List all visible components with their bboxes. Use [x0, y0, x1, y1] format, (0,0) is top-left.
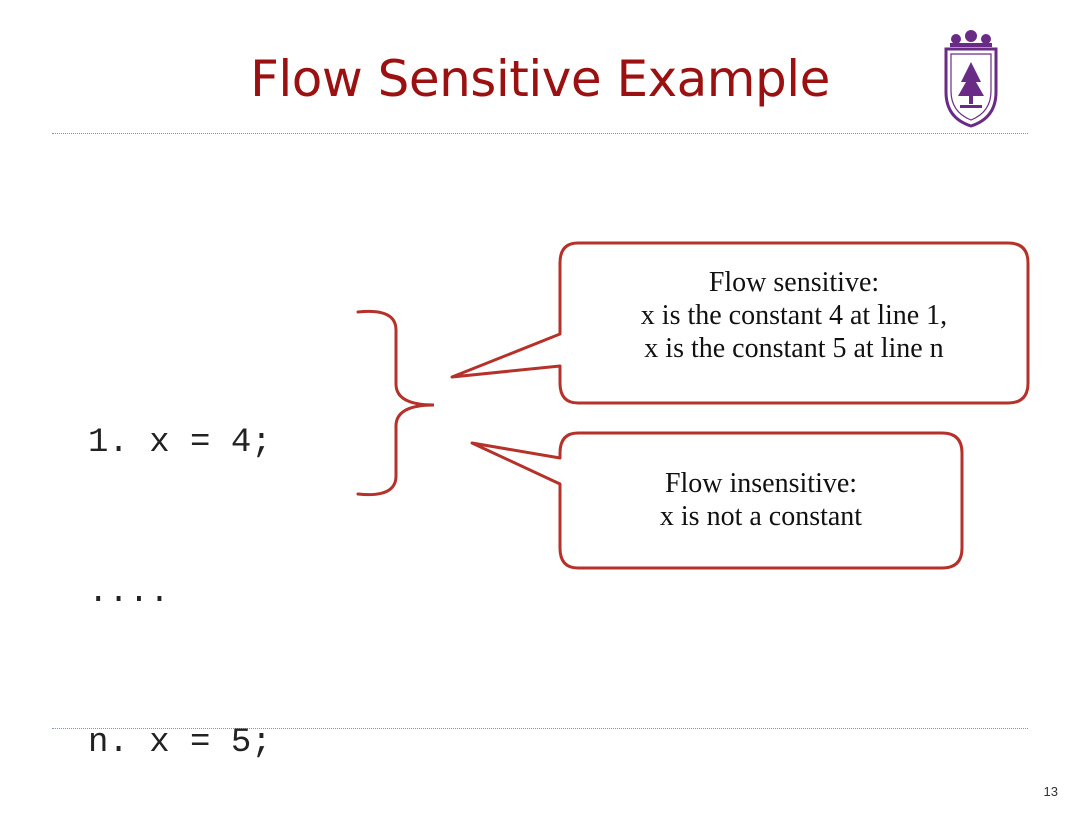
callout-sensitive-line-2: x is the constant 5 at line n	[644, 333, 944, 364]
slide-title: Flow Sensitive Example	[250, 50, 830, 108]
callout-sensitive-line-1: x is the constant 4 at line 1,	[640, 300, 948, 331]
callout-insensitive-bubble	[470, 431, 964, 570]
callout-insensitive-text: Flow insensitive: x is not a constant	[560, 467, 962, 533]
right-brace	[356, 309, 435, 497]
bottom-divider	[52, 728, 1028, 729]
code-line-1: 1. x = 4;	[88, 424, 272, 462]
top-divider	[52, 133, 1028, 134]
callout-sensitive-text: Flow sensitive: x is the constant 4 at l…	[560, 266, 1028, 365]
callout-insensitive-heading: Flow insensitive:	[664, 468, 858, 499]
code-line-ellipsis: ....	[88, 574, 170, 612]
code-block: 1. x = 4; .... n. x = 5;	[88, 318, 272, 818]
callout-sensitive-heading: Flow sensitive:	[708, 267, 880, 298]
page-number: 13	[1043, 784, 1058, 799]
callout-sensitive-bubble	[450, 241, 1030, 405]
callout-insensitive-line-1: x is not a constant	[659, 501, 863, 532]
university-crest-icon	[944, 30, 998, 128]
code-line-n: n. x = 5;	[88, 724, 272, 762]
